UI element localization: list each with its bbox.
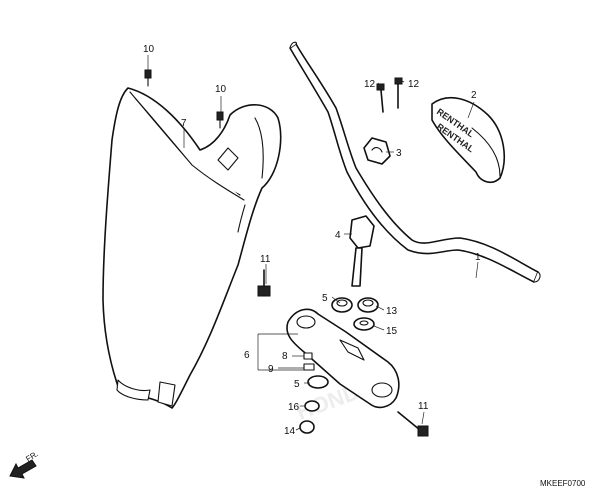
callout-12-left: 12 bbox=[364, 79, 376, 90]
callout-5-lower: 5 bbox=[294, 379, 300, 390]
upper-holder bbox=[363, 137, 391, 165]
callout-15: 15 bbox=[386, 326, 398, 337]
leader-lines bbox=[147, 55, 479, 431]
callout-5-upper: 5 bbox=[322, 293, 328, 304]
plate-bolt-lower bbox=[216, 111, 224, 129]
holder-bolt-right bbox=[394, 77, 403, 109]
nut-part-14 bbox=[299, 420, 315, 434]
callout-9: 9 bbox=[268, 364, 274, 375]
callout-labels: 10 10 7 12 12 2 3 4 1 11 5 13 15 6 8 9 5… bbox=[143, 44, 481, 437]
collar-part-8 bbox=[303, 352, 313, 360]
top-bridge bbox=[286, 308, 400, 409]
stem-bolt-lower bbox=[397, 411, 429, 437]
damper-rubber-upper-right bbox=[357, 297, 379, 313]
callout-7: 7 bbox=[181, 118, 187, 129]
callout-11-lower: 11 bbox=[418, 401, 429, 412]
callout-4: 4 bbox=[335, 230, 341, 241]
callout-3: 3 bbox=[396, 148, 402, 159]
front-direction-arrow-icon: FR. bbox=[9, 449, 40, 479]
callout-1: 1 bbox=[475, 252, 481, 263]
lower-holder bbox=[349, 215, 375, 287]
handlebar bbox=[289, 41, 541, 283]
plate-bolt-upper bbox=[144, 69, 152, 87]
callout-10-upper: 10 bbox=[143, 44, 155, 55]
damper-rubber-lower bbox=[307, 375, 329, 389]
callout-2: 2 bbox=[471, 90, 477, 101]
washer-upper bbox=[353, 317, 375, 331]
callout-10-lower: 10 bbox=[215, 84, 227, 95]
callout-8: 8 bbox=[282, 351, 288, 362]
holder-bolt-left bbox=[376, 83, 385, 113]
handlebar-pad: RENTHAL RENTHAL bbox=[431, 96, 506, 184]
damper-rubber-upper-left bbox=[331, 297, 353, 313]
callout-11-upper: 11 bbox=[260, 254, 271, 265]
callout-13: 13 bbox=[386, 306, 398, 317]
number-plate bbox=[102, 87, 282, 409]
collar-part-9 bbox=[303, 363, 315, 371]
diagram-code: MKEEF0700 bbox=[540, 479, 586, 488]
callout-14: 14 bbox=[284, 426, 296, 437]
stem-bolt-upper bbox=[257, 269, 271, 297]
washer-part-16 bbox=[304, 400, 320, 412]
callout-12-right: 12 bbox=[408, 79, 420, 90]
callout-6: 6 bbox=[244, 350, 250, 361]
front-direction-label: FR. bbox=[24, 449, 40, 463]
callout-16: 16 bbox=[288, 402, 300, 413]
